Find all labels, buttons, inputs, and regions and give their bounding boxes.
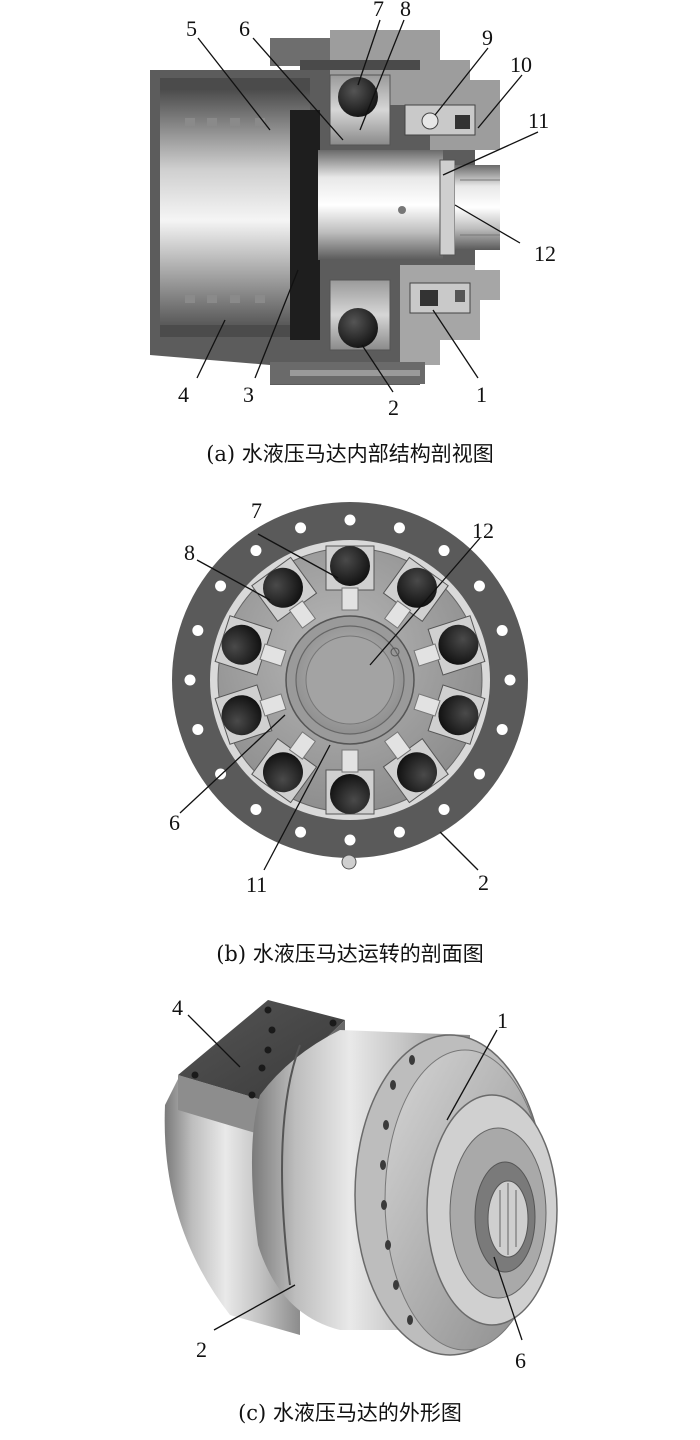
piston-assembly [251,731,318,804]
roller [221,695,262,736]
bolt-hole [295,826,307,838]
label-9: 9 [482,25,493,50]
label-5: 5 [186,16,197,41]
label-1: 1 [476,382,487,407]
bolt-hole [215,768,227,780]
label-11: 11 [246,872,267,897]
roller [262,567,303,608]
label-4: 4 [178,382,189,407]
label-12: 12 [534,241,556,266]
label-6: 6 [239,16,250,41]
piston-assembly [413,615,486,676]
label-2: 2 [388,395,399,420]
roller [262,752,303,793]
piston-assembly [251,556,318,629]
piston-assembly [413,684,486,745]
label-8: 8 [400,0,411,21]
roller [221,624,262,665]
bolt-hole [344,834,356,846]
roller [438,695,479,736]
piston-assembly [382,556,449,629]
cross-section-drawing: 5 6 7 8 9 10 11 12 4 3 2 1 [150,0,556,420]
piston-assembly [325,749,375,815]
bolt-hole [184,674,196,686]
bolt-hole [192,723,204,735]
figure-a: 5 6 7 8 9 10 11 12 4 3 2 1 [0,0,700,430]
label-3: 3 [243,382,254,407]
bolt-hole [473,768,485,780]
bolt-hole [250,545,262,557]
bolt-hole [192,625,204,637]
roller [397,752,438,793]
bolt-hole [438,545,450,557]
roller [330,774,370,814]
label-7: 7 [251,498,262,523]
label-10: 10 [510,52,532,77]
bolt-hole [250,803,262,815]
label-8: 8 [184,540,195,565]
mounting-block [178,1000,345,1100]
bolt-hole [344,514,356,526]
label-12: 12 [472,518,494,543]
roller [438,624,479,665]
label-11: 11 [528,108,549,133]
bolt-hole [496,625,508,637]
bolt-hole [504,674,516,686]
label-6: 6 [515,1348,526,1373]
shaft [318,150,443,260]
caption-c: (c) 水液压马达的外形图 [238,1401,462,1425]
label-7: 7 [373,0,384,21]
label-1: 1 [497,1008,508,1033]
exterior-drawing: 4 1 2 6 [164,995,558,1373]
roller-bottom [338,308,378,348]
piston-assembly [325,545,375,611]
bolt-hole [473,580,485,592]
bolt-hole [215,580,227,592]
label-2: 2 [196,1337,207,1362]
roller [330,546,370,586]
bolt-hole [438,803,450,815]
piston-assembly [214,684,287,745]
label-6: 6 [169,810,180,835]
figure-b: 7 8 12 6 11 2 [0,490,700,920]
bolt-hole [295,522,307,534]
label-2: 2 [478,870,489,895]
figure-c: 4 1 2 6 [0,985,700,1375]
roller-top [338,77,378,117]
distributor-plate [290,110,320,340]
label-4: 4 [172,995,183,1020]
bolt-hole [393,826,405,838]
caption-a: (a) 水液压马达内部结构剖视图 [206,442,494,466]
piston-assembly [382,731,449,804]
bolt-hole [393,522,405,534]
piston-assembly [214,615,287,676]
roller [397,567,438,608]
caption-b: (b) 水液压马达运转的剖面图 [216,942,484,966]
bolt-hole [496,723,508,735]
bolt-holes [184,514,516,846]
running-section-drawing: 7 8 12 6 11 2 [169,498,528,897]
